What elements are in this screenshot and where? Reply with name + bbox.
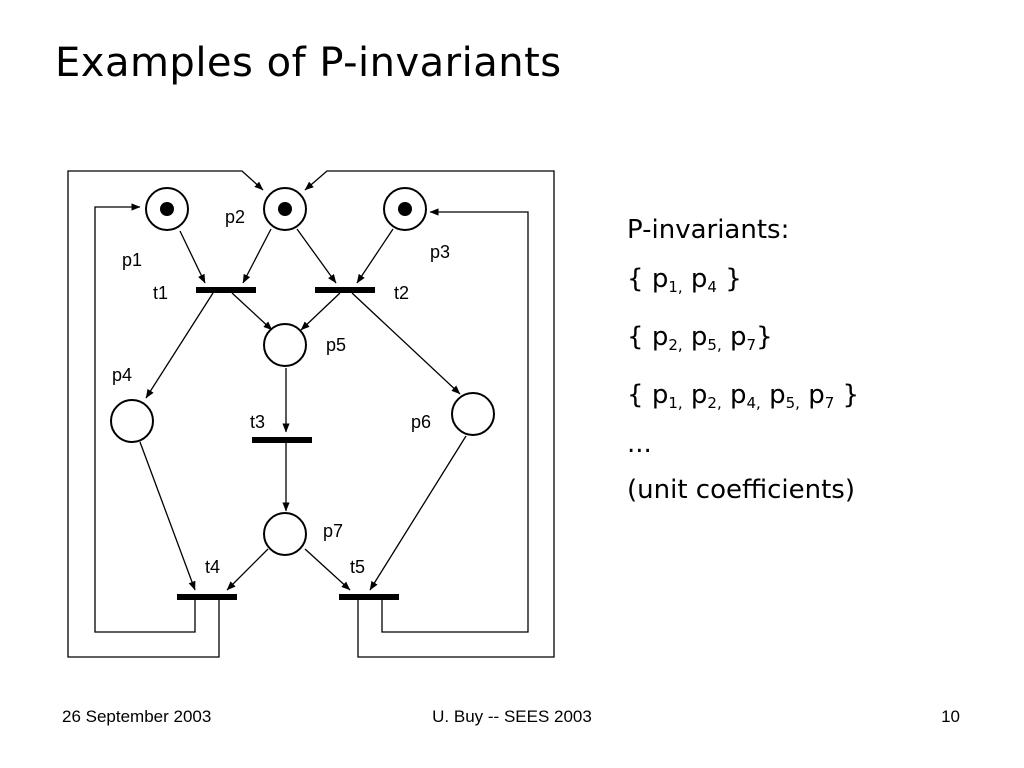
label-t3: t3 (250, 412, 265, 432)
label-p7: p7 (323, 521, 343, 541)
invariants-heading: P-invariants: (627, 215, 790, 245)
label-p4: p4 (112, 365, 132, 385)
invariant-line: { p1, p2, p4, p5, p7 } (627, 380, 860, 412)
place-term: p7 (730, 322, 757, 354)
arc-p3-t2 (356, 228, 394, 284)
arc-p7-t5 (304, 548, 351, 591)
label-t1: t1 (153, 283, 168, 303)
arc-t2-p6 (351, 292, 461, 395)
arc-t4-p2 (67, 170, 264, 658)
place-term: p4 (690, 264, 717, 296)
label-p5: p5 (326, 335, 346, 355)
arc-t5-p3 (381, 208, 529, 633)
arc-t4-p1 (94, 203, 196, 633)
place-term: p4, (730, 380, 761, 412)
token-p1 (160, 202, 174, 216)
transition-t5 (339, 594, 399, 600)
label-p1: p1 (122, 250, 142, 270)
token-p3 (398, 202, 412, 216)
label-t5: t5 (350, 557, 365, 577)
arc-p1-t1 (179, 230, 206, 284)
footer-author: U. Buy -- SEES 2003 (432, 707, 592, 726)
arc-t5-p2 (304, 170, 555, 658)
arc-p4-t4 (139, 441, 196, 591)
place-term: p7 (808, 380, 835, 412)
arc-p2-t1 (242, 228, 272, 284)
footer-page-number: 10 (941, 707, 960, 726)
arc-p6-t5 (369, 435, 467, 591)
label-t2: t2 (394, 283, 409, 303)
transition-t3 (252, 437, 312, 443)
invariant-line: { p2, p5, p7} (627, 322, 773, 354)
footer-date: 26 September 2003 (62, 707, 212, 726)
place-p7 (263, 512, 307, 556)
place-term: p1, (651, 264, 683, 296)
transition-t4 (177, 594, 237, 600)
invariants-note: (unit coefficients) (627, 475, 855, 505)
transition-t2 (315, 287, 375, 293)
label-p3: p3 (430, 242, 450, 262)
label-p6: p6 (411, 412, 431, 432)
place-term: p5, (690, 322, 722, 354)
token-p2 (278, 202, 292, 216)
invariant-line: { p1, p4 } (627, 264, 742, 296)
arc-p2-t2 (296, 228, 337, 284)
place-p5 (263, 323, 307, 367)
arc-t2-p5 (300, 292, 341, 331)
arc-t1-p4 (145, 292, 214, 399)
place-term: p5, (769, 380, 800, 412)
invariants-panel: P-invariants: { p1, p4 } { p2, p5, p7} {… (627, 210, 859, 510)
place-term: p2, (690, 380, 722, 412)
transition-t1 (196, 287, 256, 293)
place-p4 (110, 399, 154, 443)
label-p2: p2 (225, 207, 245, 227)
place-term: p1, (651, 380, 683, 412)
place-term: p2, (651, 322, 683, 354)
label-t4: t4 (205, 557, 220, 577)
place-p6 (451, 392, 495, 436)
arc-t1-p5 (231, 292, 273, 331)
slide-title: Examples of P-invariants (55, 40, 562, 86)
invariants-ellipsis: ... (627, 429, 652, 459)
arc-p7-t4 (226, 548, 269, 591)
